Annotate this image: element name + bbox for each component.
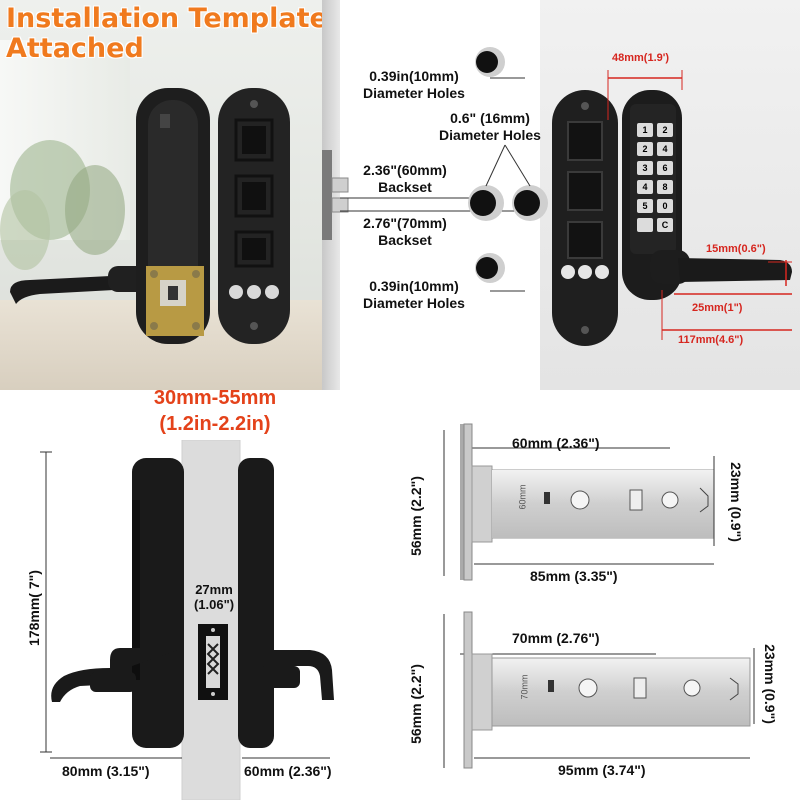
keypad-row: 3 6: [637, 161, 677, 175]
latch-60-faceplate: [463, 423, 473, 581]
dim-lever-thickness: 15mm(0.6"): [706, 243, 766, 255]
side-view-diagram: [40, 440, 334, 800]
keypad-row: 5 0: [637, 199, 677, 213]
latch-photo: [322, 150, 349, 240]
keypad-key[interactable]: 1: [637, 123, 653, 137]
banner-line-1: Installation Template: [6, 3, 328, 34]
latch-60-length: 85mm (3.35"): [530, 568, 618, 584]
latch-70-faceplate: [463, 611, 473, 769]
dim-lever-depth: 25mm(1"): [692, 302, 743, 314]
callout-backset-70-desc: Backset: [378, 232, 432, 248]
banner-title: Installation Template Attached: [6, 4, 328, 64]
keypad-row: 1 2: [637, 123, 677, 137]
door-thickness-range-in: (1.2in-2.2in): [159, 413, 271, 435]
keypad-key[interactable]: 6: [657, 161, 673, 175]
hole-diagram: [340, 47, 548, 292]
callout-backset-70: 2.76"(70mm) Backset: [350, 215, 460, 249]
keypad-key[interactable]: 2: [657, 123, 673, 137]
latch-70-tube-height: 23mm (0.9"): [762, 644, 778, 724]
dim-lock-width: 48mm(1.9'): [612, 52, 670, 64]
callout-backset-70-size: 2.76"(70mm): [363, 215, 447, 231]
latch-70-backset: 70mm (2.76"): [512, 630, 600, 646]
callout-backset-60: 2.36"(60mm) Backset: [350, 162, 460, 196]
keypad-key[interactable]: 5: [637, 199, 653, 213]
callout-top-holes: 0.39in(10mm) Diameter Holes: [344, 68, 484, 102]
latch-60-tube-height: 23mm (0.9"): [728, 462, 744, 542]
callout-bottom-holes-size: 0.39in(10mm): [369, 278, 459, 294]
callout-bottom-holes-desc: Diameter Holes: [363, 295, 465, 311]
dim-inside-depth: 60mm (2.36"): [244, 763, 332, 779]
latch-60-stamp: 60mm: [517, 484, 528, 510]
keypad-row: 4 8: [637, 180, 677, 194]
callout-bottom-holes: 0.39in(10mm) Diameter Holes: [344, 278, 484, 312]
latch-60-plate-height: 56mm (2.2"): [408, 476, 424, 556]
dim-outside-depth: 80mm (3.15"): [62, 763, 150, 779]
faceplate-width-in: (1.06"): [193, 597, 235, 612]
keypad-key[interactable]: 2: [637, 142, 653, 156]
latch-70-plate-height: 56mm (2.2"): [408, 664, 424, 744]
keypad-grid: 1 2 2 4 3 6 4 8 5 0 C: [637, 123, 677, 232]
latch-70-stamp: 70mm: [519, 674, 530, 700]
latch-70-length: 95mm (3.74"): [558, 762, 646, 778]
callout-mid-holes: 0.6" (16mm) Diameter Holes: [410, 110, 570, 144]
keypad-row: 2 4: [637, 142, 677, 156]
latch-70-diagram: [443, 611, 755, 769]
callout-mid-holes-size: 0.6" (16mm): [450, 110, 530, 126]
plant-background: [0, 140, 125, 270]
latch-60-diagram: [443, 423, 715, 581]
banner-line-2: Attached: [6, 33, 144, 64]
inside-unit: [238, 458, 274, 748]
keypad-key[interactable]: 4: [657, 142, 673, 156]
keypad-key[interactable]: 4: [637, 180, 653, 194]
dim-lock-height: 178mm( 7"): [26, 570, 42, 646]
door-slab: [182, 440, 240, 800]
callout-mid-holes-desc: Diameter Holes: [439, 127, 541, 143]
keypad-row: C: [637, 218, 677, 232]
dim-lever-length: 117mm(4.6"): [678, 334, 744, 346]
keypad-key[interactable]: C: [657, 218, 673, 232]
callout-backset-60-desc: Backset: [378, 179, 432, 195]
keypad-key[interactable]: 3: [637, 161, 653, 175]
outside-unit: [132, 458, 184, 748]
keypad-key[interactable]: 8: [657, 180, 673, 194]
door-thickness-range: 30mm-55mm: [153, 387, 277, 409]
callout-top-holes-desc: Diameter Holes: [363, 85, 465, 101]
latch-70-tube: [491, 657, 751, 727]
latch-60-backset: 60mm (2.36"): [512, 435, 600, 451]
lock-body-photo: [10, 88, 290, 344]
callout-top-holes-size: 0.39in(10mm): [369, 68, 459, 84]
lever-handle-front: [678, 258, 792, 282]
faceplate-width-mm: 27mm: [195, 582, 233, 597]
door-thickness-label: 30mm-55mm (1.2in-2.2in): [130, 385, 300, 437]
keypad-key[interactable]: [637, 218, 653, 232]
keypad-key[interactable]: 0: [657, 199, 673, 213]
callout-backset-60-size: 2.36"(60mm): [363, 162, 447, 178]
faceplate-width-label: 27mm (1.06"): [186, 582, 242, 612]
